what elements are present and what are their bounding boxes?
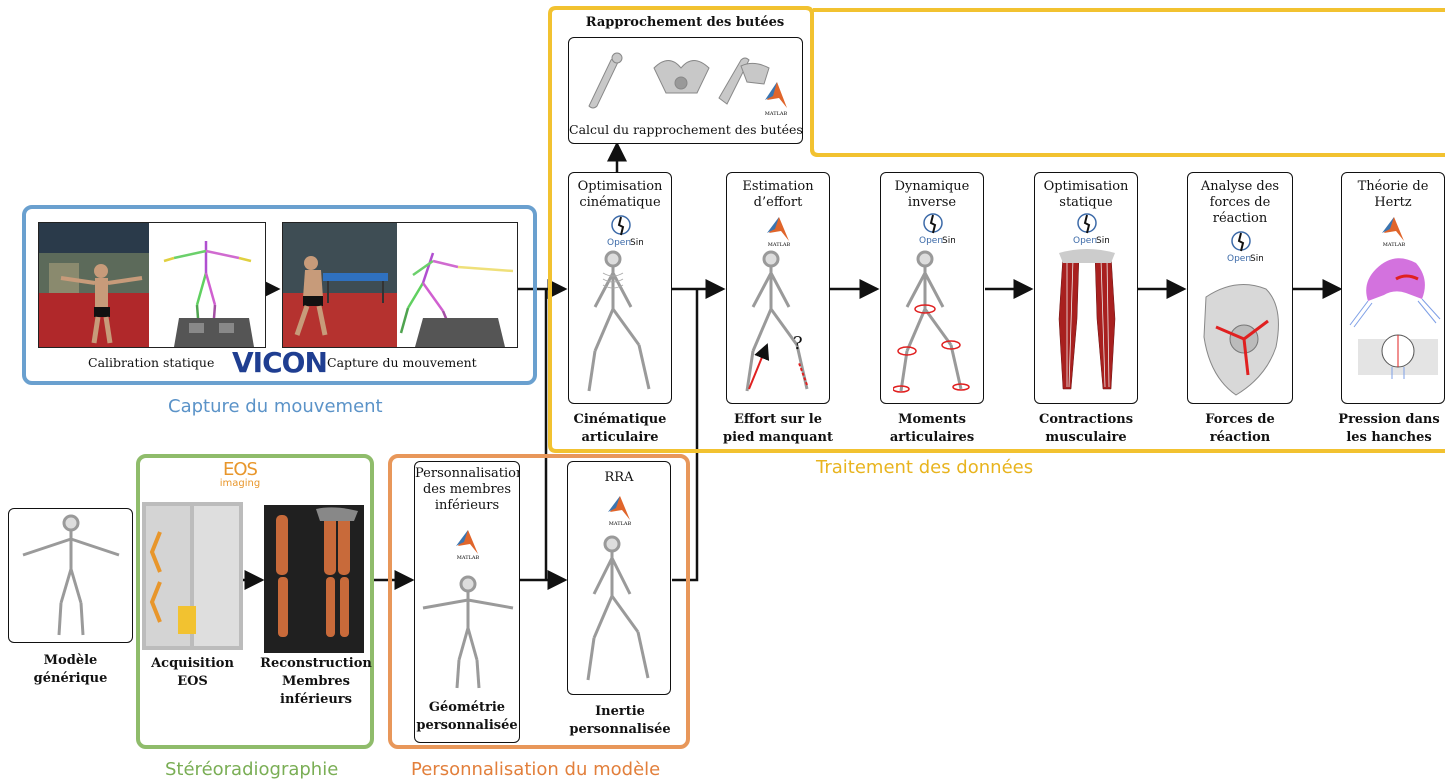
personalisation-group-frame xyxy=(388,454,690,749)
svg-text:Open: Open xyxy=(919,236,943,246)
rra-title: RRA xyxy=(604,470,634,485)
bones-illustration: MATLAB xyxy=(588,52,788,117)
eos-logo-subtext: imaging xyxy=(219,478,261,489)
svg-text:Sim: Sim xyxy=(1096,236,1109,246)
capture-group-frame xyxy=(22,205,537,385)
vicon-logo: VICON xyxy=(232,346,328,379)
calibration-photo-icon xyxy=(39,223,265,347)
matlab-logo: MATLAB xyxy=(1382,217,1406,247)
skeleton-figure xyxy=(745,250,809,392)
hip-joint-figure xyxy=(1203,284,1279,396)
eos-acquisition-caption: Acquisition EOS xyxy=(151,656,234,689)
generic-model-caption: Modèle générique xyxy=(33,653,108,686)
svg-text:MATLAB: MATLAB xyxy=(457,555,480,560)
matlab-logo: MATLAB xyxy=(767,217,791,247)
butees-panel: MATLAB Calcul du rapprochement des butée… xyxy=(568,37,803,144)
pipeline-title: Dynamique inverse xyxy=(894,179,970,210)
pipeline-panel-hertz: Théorie de Hertz MATLAB xyxy=(1341,172,1445,404)
lower-limb-personalisation-panel: Personnalisation des membres inférieurs … xyxy=(414,461,520,743)
eos-imaging-logo: EOS imaging xyxy=(210,461,270,489)
pipeline-caption-kinematic: Cinématique articulaire xyxy=(573,412,667,445)
butees-title: Rapprochement des butées xyxy=(585,15,785,30)
motion-capture-image-pair xyxy=(282,222,518,348)
skeleton-figure xyxy=(587,250,651,392)
pipeline-caption-static-optim: Contractions musculaire xyxy=(1038,412,1134,445)
pipeline-title: Analyse des forces de réaction xyxy=(1200,179,1280,226)
stereo-group-label: Stéréoradiographie xyxy=(165,759,339,780)
pipeline-panel-static-optim: Optimisation statique Open Sim xyxy=(1034,172,1138,404)
opensim-logo: Open Sim xyxy=(1227,231,1263,264)
pipeline-title: Théorie de Hertz xyxy=(1357,179,1429,210)
hertz-pressure-figure xyxy=(1349,258,1441,379)
motion-capture-caption: Capture du mouvement xyxy=(327,355,477,370)
calibration-image-pair xyxy=(38,222,266,348)
pipeline-panel-reaction-forces: Analyse des forces de réaction Open Sim xyxy=(1187,172,1293,404)
pipeline-caption-reaction-forces: Forces de réaction xyxy=(1205,412,1275,445)
pipeline-caption-inverse-dynamics: Moments articulaires xyxy=(889,412,975,445)
matlab-logo: MATLAB xyxy=(608,496,632,526)
pipeline-caption-hertz: Pression dans les hanches xyxy=(1338,412,1440,445)
muscle-legs-figure xyxy=(1058,249,1116,390)
svg-text:MATLAB: MATLAB xyxy=(768,242,791,247)
skeleton-figure xyxy=(893,250,970,393)
personalised-geometry-caption: Géométrie personnalisée xyxy=(416,700,518,733)
rra-panel: RRA MATLAB xyxy=(567,461,671,695)
svg-text:Sim: Sim xyxy=(1250,254,1263,264)
svg-text:Open: Open xyxy=(1073,236,1097,246)
pipeline-title: Optimisation statique xyxy=(1043,179,1129,210)
pipeline-title: Optimisation cinématique xyxy=(577,179,663,210)
matlab-logo xyxy=(765,82,787,108)
treatment-group-label: Traitement des données xyxy=(816,457,1034,478)
pipeline-panel-effort: Estimation d’effort MATLAB ? xyxy=(726,172,830,404)
eos-cabinet-photo-icon xyxy=(142,502,243,650)
stereo-group-frame xyxy=(136,454,374,749)
eos-logo-text: EOS xyxy=(223,459,258,480)
capture-group-label: Capture du mouvement xyxy=(168,396,383,417)
unknown-effort-mark: ? xyxy=(793,333,803,354)
reconstruction-image-icon xyxy=(264,505,364,653)
matlab-logo: MATLAB xyxy=(456,530,480,560)
svg-text:Open: Open xyxy=(1227,254,1251,264)
svg-text:Sim: Sim xyxy=(630,238,643,248)
svg-text:MATLAB: MATLAB xyxy=(1383,242,1406,247)
personalisation-group-label: Personnalisation du modèle xyxy=(411,759,661,780)
personalised-skeleton-figure xyxy=(422,575,514,689)
rra-caption: Inertie personnalisée xyxy=(569,704,671,737)
opensim-logo: Open Sim xyxy=(1073,213,1109,246)
skeleton-figure xyxy=(586,535,650,681)
svg-text:Sim: Sim xyxy=(942,236,955,246)
generic-skeleton-figure xyxy=(22,514,120,636)
generic-model-panel xyxy=(8,508,133,643)
reconstruction-caption: Reconstruction Membres inférieurs xyxy=(260,656,372,707)
svg-text:Open: Open xyxy=(607,238,631,248)
pipeline-panel-inverse-dynamics: Dynamique inverse Open Sim xyxy=(880,172,984,404)
motion-capture-photo-icon xyxy=(283,223,517,347)
svg-text:MATLAB: MATLAB xyxy=(609,521,632,526)
calibration-caption: Calibration statique xyxy=(88,355,215,370)
pipeline-caption-effort: Effort sur le pied manquant xyxy=(723,412,833,445)
matlab-label: MATLAB xyxy=(765,111,788,117)
butees-caption: Calcul du rapprochement des butées xyxy=(569,122,803,137)
pipeline-panel-kinematic: Optimisation cinématique Open Sim xyxy=(568,172,672,404)
personalisation-title: Personnalisation des membres inférieurs xyxy=(415,466,520,513)
pipeline-title: Estimation d’effort xyxy=(742,179,814,210)
opensim-logo: Open Sim xyxy=(919,213,955,246)
opensim-logo: Open Sim xyxy=(607,215,643,248)
